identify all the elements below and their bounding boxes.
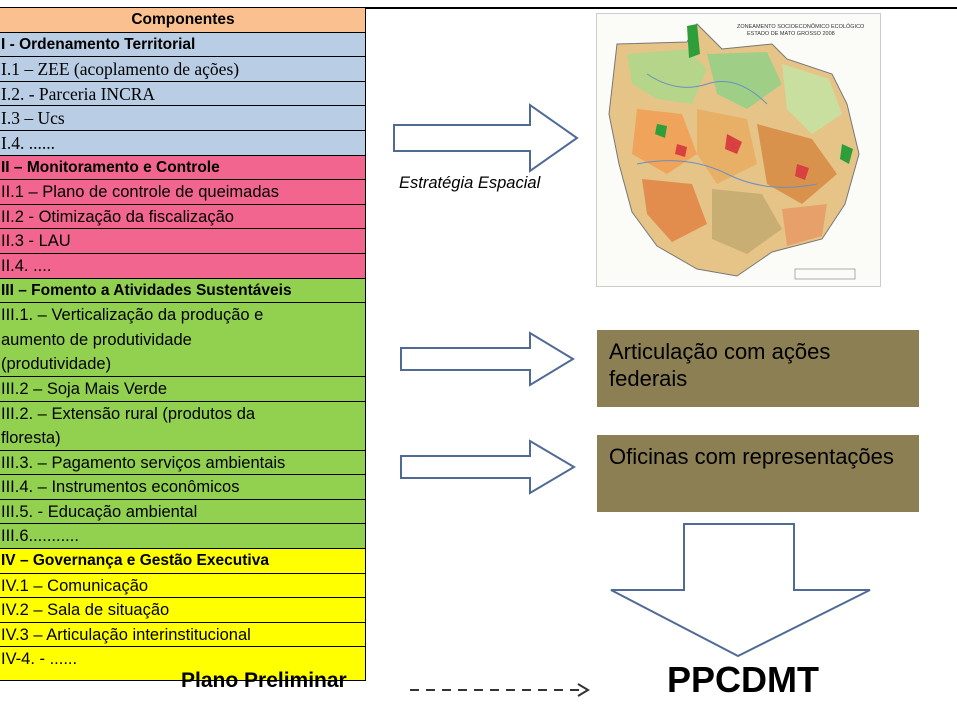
zee-map-image: ZONEAMENTO SOCIOECONÔMICO ECOLÓGICO ESTA…	[596, 13, 881, 287]
spatial-strategy-label: Estratégia Espacial	[399, 174, 541, 192]
arrow-right-icon	[400, 439, 576, 495]
section-title-territorial: I - Ordenamento Territorial	[0, 32, 365, 58]
table-row: II.1 – Plano de controle de queimadas	[0, 180, 365, 205]
table-row: IV-4. - ......	[0, 647, 365, 682]
table-row: IV.2 – Sala de situação	[0, 598, 365, 623]
arrow-down-icon	[610, 523, 871, 658]
table-row: II.4. ....	[0, 253, 365, 279]
components-table: Componentes I - Ordenamento Territorial …	[0, 8, 366, 682]
table-row: III.5. - Educação ambiental	[0, 499, 365, 525]
arrow-right-icon	[393, 103, 579, 173]
table-row: II.2 - Otimização da fiscalização	[0, 204, 365, 230]
dashed-arrowhead-icon	[577, 683, 590, 697]
map-title-line1: ZONEAMENTO SOCIOECONÔMICO ECOLÓGICO	[737, 23, 865, 30]
table-row: III.4. – Instrumentos econômicos	[0, 475, 365, 500]
map-title-line2: ESTADO DE MATO GROSSO 2008	[747, 31, 835, 37]
table-row: III.1. – Verticalização da produção e	[0, 303, 365, 328]
table-row: IV.3 – Articulação interinstitucional	[0, 622, 365, 648]
table-row: aumento de produtividade	[0, 327, 365, 353]
section-title-monitoring: II – Monitoramento e Controle	[0, 155, 365, 181]
table-row: I.4. ......	[0, 130, 365, 156]
section-title-governance: IV – Governança e Gestão Executiva	[0, 549, 365, 574]
table-row: I.3 – Ucs	[0, 106, 365, 131]
table-row: III.2 – Soja Mais Verde	[0, 376, 365, 402]
map-illustration: ZONEAMENTO SOCIOECONÔMICO ECOLÓGICO ESTA…	[608, 23, 865, 280]
section-title-sustainable: III – Fomento a Atividades Sustentáveis	[0, 278, 365, 304]
table-row: I.1 – ZEE (acoplamento de ações)	[0, 57, 365, 82]
top-rule	[0, 7, 957, 9]
table-row: floresta)	[0, 426, 365, 451]
table-header: Componentes	[0, 8, 365, 33]
table-row: III.2. – Extensão rural (produtos da	[0, 401, 365, 427]
arrow-right-icon	[400, 331, 575, 387]
table-row: III.3. – Pagamento serviços ambientais	[0, 450, 365, 476]
ppcdmt-label: PPCDMT	[667, 659, 819, 700]
table-row: I.2. - Parceria INCRA	[0, 81, 365, 107]
table-row: IV.1 – Comunicação	[0, 573, 365, 599]
federal-actions-box: Articulação com ações federais	[597, 330, 919, 407]
workshops-box: Oficinas com representações	[597, 435, 919, 512]
table-row: (produtividade)	[0, 352, 365, 377]
table-row: III.6...........	[0, 524, 365, 550]
preliminary-plan-label: Plano Preliminar	[181, 669, 347, 692]
table-row: II.3 - LAU	[0, 229, 365, 254]
